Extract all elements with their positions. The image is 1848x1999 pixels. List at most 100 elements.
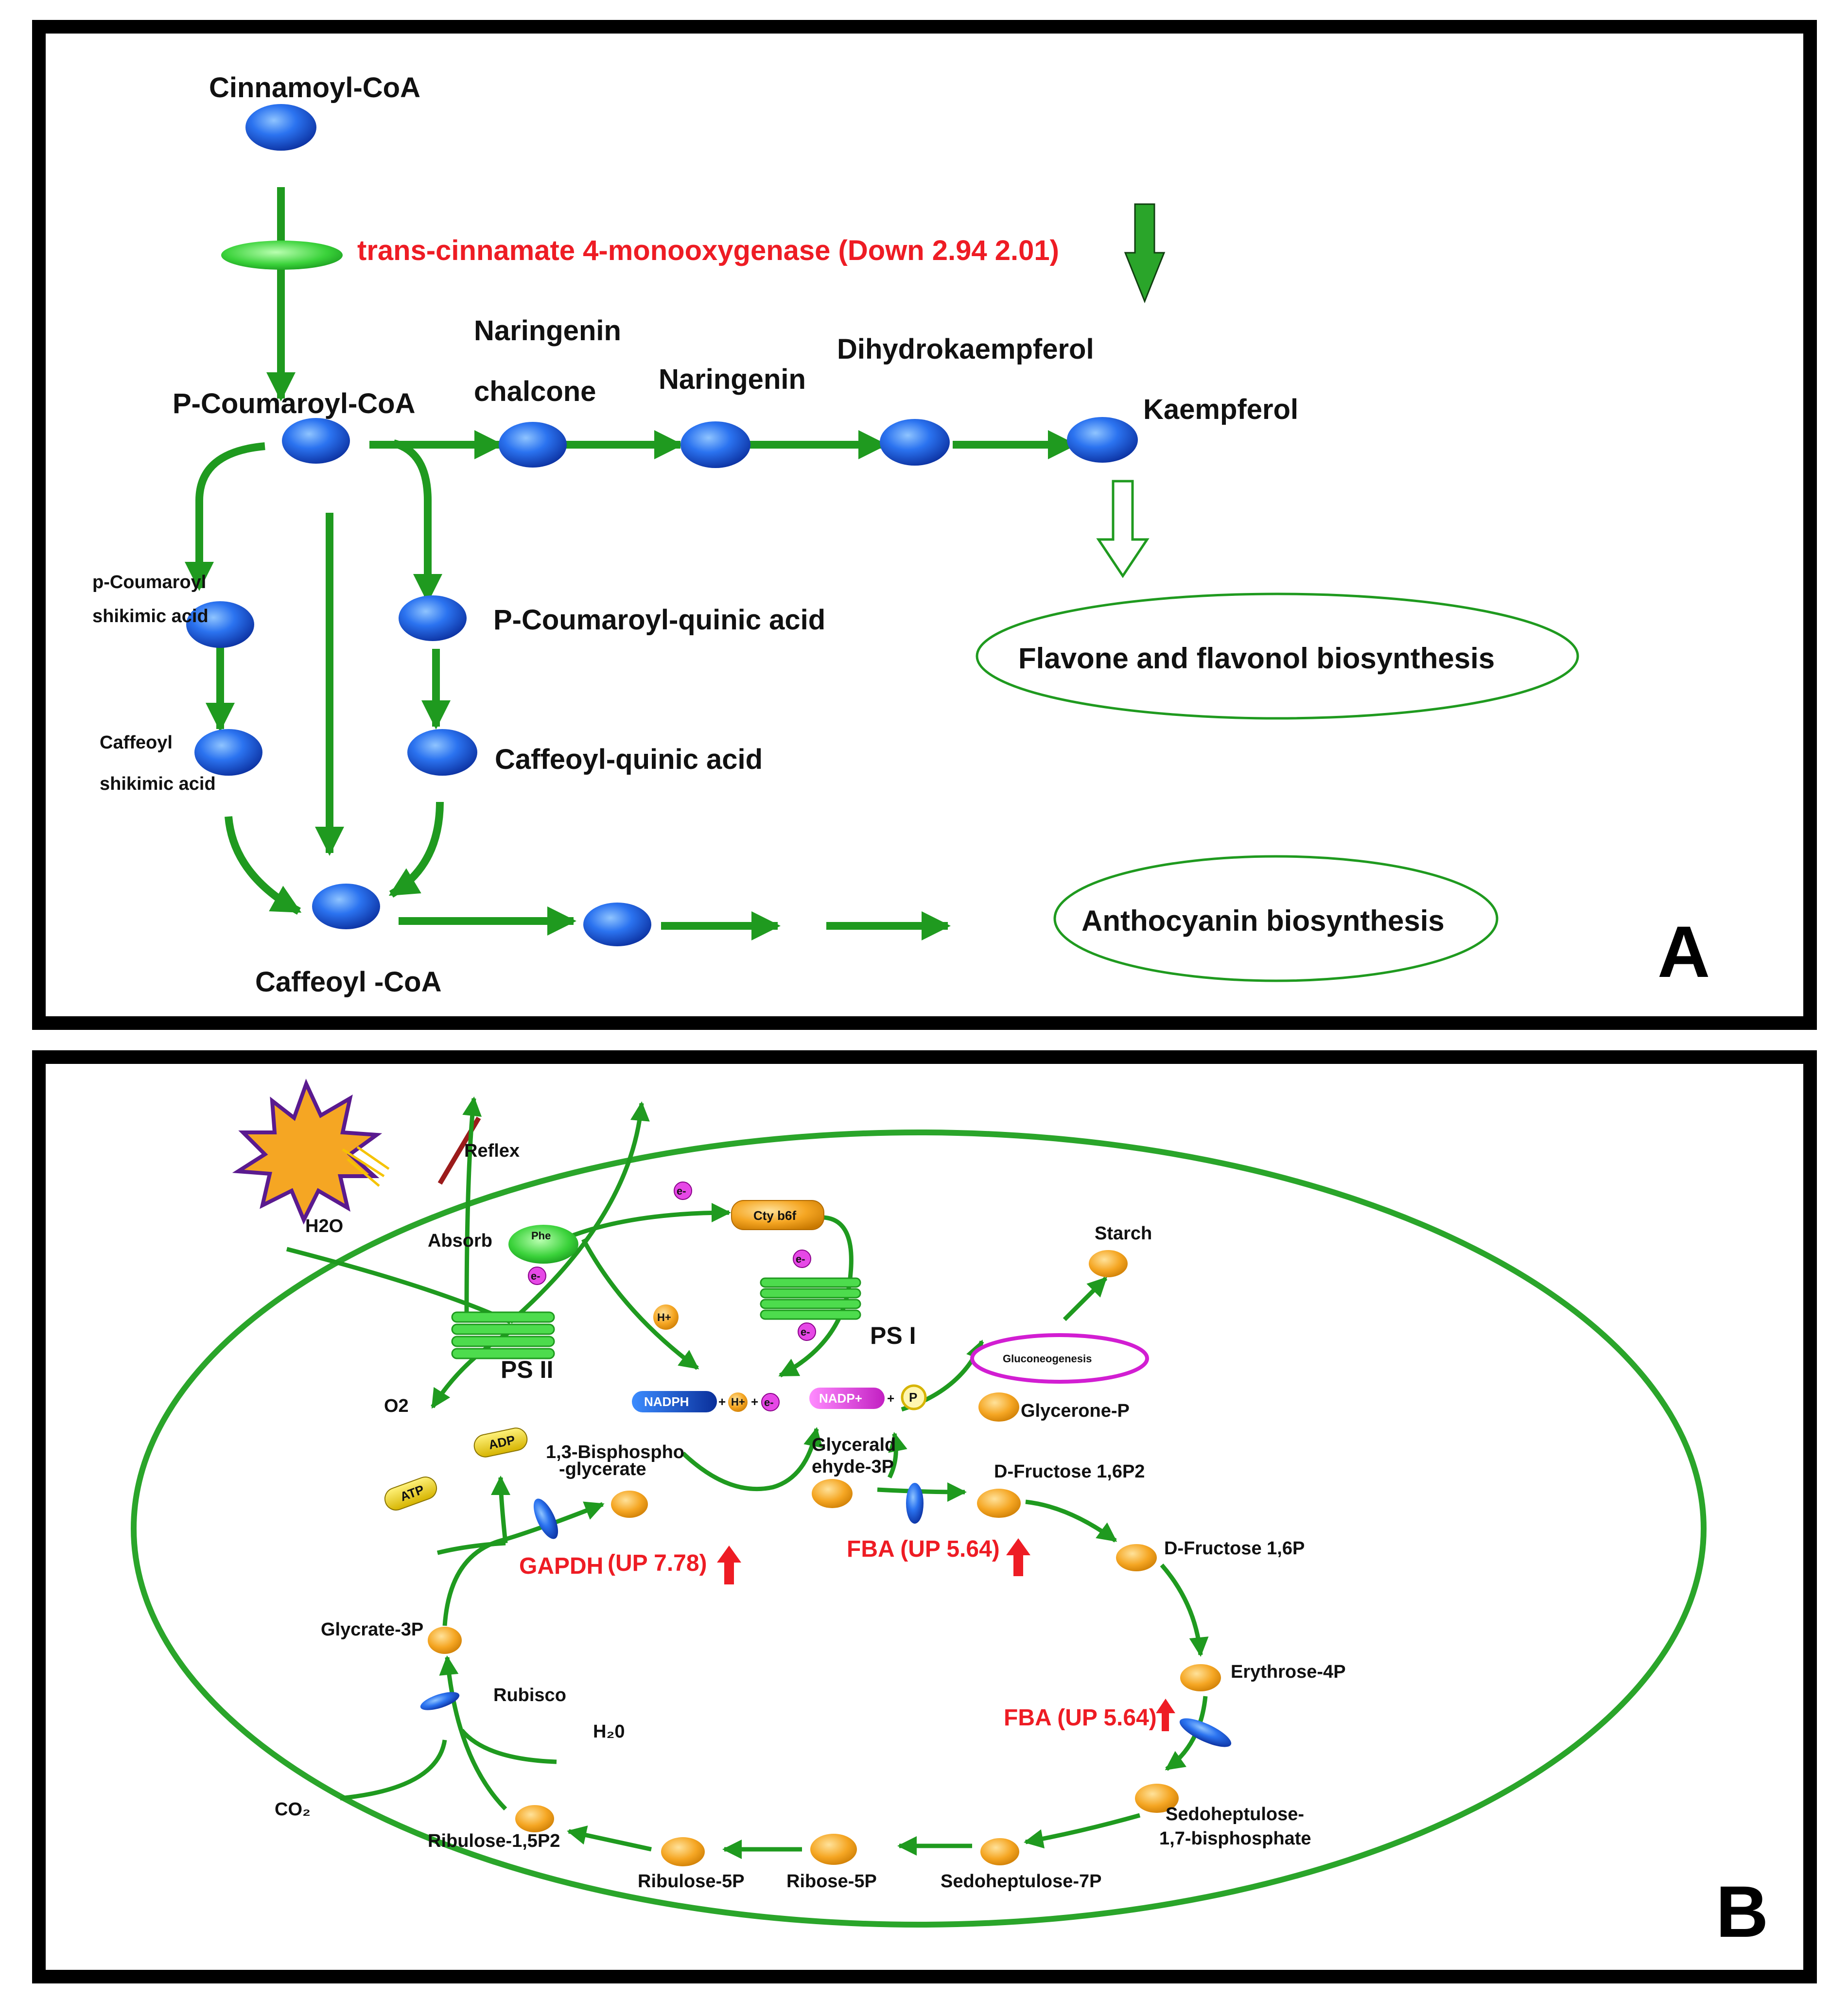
fba1-enzyme-marker xyxy=(906,1483,924,1524)
label-kaempferol: Kaempferol xyxy=(1143,394,1298,425)
label-e4p: Erythrose-4P xyxy=(1231,1662,1346,1682)
label-phosphate: P xyxy=(909,1390,917,1405)
node-naringenin xyxy=(680,421,750,468)
sun-icon xyxy=(232,1078,383,1225)
node-bpg xyxy=(611,1491,648,1518)
label-naringenin-chalcone-2: chalcone xyxy=(474,376,596,407)
flavone-pathway-ellipse xyxy=(976,592,1579,720)
label-p-coumaroyl-shikimic-2: shikimic acid xyxy=(92,606,209,626)
label-electron-2: e- xyxy=(531,1270,540,1282)
node-caffeoyl-shikimic xyxy=(194,729,262,776)
panel-b: Phe Cty b6f e- e- e- e- H+ NADPH + H+ + … xyxy=(32,1050,1817,1983)
label-reflex: Reflex xyxy=(464,1141,520,1161)
label-hplus: H+ xyxy=(657,1311,671,1323)
label-electron-4: e- xyxy=(801,1326,810,1338)
node-anthocyanin-intermediate xyxy=(583,903,651,946)
node-fbp xyxy=(977,1489,1021,1518)
gluconeogenesis-ellipse xyxy=(970,1333,1149,1384)
label-gluconeogenesis: Gluconeogenesis xyxy=(1003,1353,1092,1365)
node-dihydrokaempferol xyxy=(880,419,950,466)
label-nadp: NADP+ xyxy=(819,1391,862,1406)
label-f16p: D-Fructose 1,6P xyxy=(1164,1538,1305,1559)
label-phe: Phe xyxy=(531,1230,551,1242)
cycle-metabolites xyxy=(428,1250,1221,1866)
label-flavone-biosynthesis: Flavone and flavonol biosynthesis xyxy=(1018,642,1495,675)
adp-tag xyxy=(473,1427,528,1458)
label-fba-2: FBA (UP 5.64) xyxy=(1004,1705,1157,1731)
node-sbp xyxy=(1135,1784,1179,1813)
node-rubp xyxy=(515,1805,554,1832)
label-gapdh-value: (UP 7.78) xyxy=(608,1550,707,1576)
node-cinnamoyl-coa xyxy=(245,104,316,151)
node-starch xyxy=(1089,1250,1128,1277)
up-regulation-arrow-icons xyxy=(717,1538,1175,1731)
panel-a-letter: A xyxy=(1657,911,1710,992)
label-h2o-cycle: H₂0 xyxy=(593,1721,625,1742)
label-ps2: PS II xyxy=(501,1356,553,1383)
node-caffeoyl-quinic xyxy=(407,729,477,776)
label-cty-b6f: Cty b6f xyxy=(753,1208,796,1223)
nadph-proton-icon xyxy=(728,1392,748,1412)
label-h2o-light: H2O xyxy=(305,1216,343,1236)
label-g3p: Glycrate-3P xyxy=(321,1619,423,1640)
label-naringenin-chalcone-1: Naringenin xyxy=(474,315,621,347)
ps1-stack-icon xyxy=(760,1277,861,1320)
label-nadph: NADPH xyxy=(644,1394,689,1409)
panel-b-frame xyxy=(32,1050,1817,1983)
label-o2: O2 xyxy=(384,1396,409,1416)
label-caffeoyl-coa: Caffeoyl -CoA xyxy=(255,966,441,998)
label-gap-2: ehyde-3P xyxy=(812,1457,894,1477)
label-starch: Starch xyxy=(1095,1223,1152,1244)
label-naringenin: Naringenin xyxy=(659,364,806,395)
chloroplast-outline xyxy=(131,1130,1707,1928)
panel-b-letter: B xyxy=(1716,1871,1768,1952)
label-bpg-2: -glycerate xyxy=(559,1459,646,1479)
label-r5p: Ribose-5P xyxy=(786,1871,877,1892)
nadph-tag xyxy=(632,1391,717,1412)
node-naringenin-chalcone xyxy=(499,422,567,468)
label-plus-1: + xyxy=(718,1394,726,1409)
label-p-coumaroyl-quinic: P-Coumaroyl-quinic acid xyxy=(493,604,825,636)
node-kaempferol xyxy=(1067,417,1138,463)
gapdh-enzyme-marker xyxy=(533,1498,558,1539)
label-fbp: D-Fructose 1,6P2 xyxy=(994,1461,1145,1482)
node-ru5p xyxy=(661,1837,705,1866)
label-cinnamoyl-coa: Cinnamoyl-CoA xyxy=(209,72,420,104)
label-caffeoyl-shikimic-1: Caffeoyl xyxy=(100,732,173,753)
node-caffeoyl-coa xyxy=(312,884,380,929)
hollow-down-arrow-icon xyxy=(1096,480,1150,578)
node-g3p xyxy=(428,1627,462,1654)
label-caffeoyl-quinic: Caffeoyl-quinic acid xyxy=(495,744,763,775)
label-rubisco: Rubisco xyxy=(493,1685,566,1705)
enzyme-c4h-node xyxy=(221,241,343,270)
fba2-enzyme-marker xyxy=(1179,1718,1232,1747)
panel-a-frame xyxy=(32,20,1817,1030)
label-ps1: PS I xyxy=(870,1322,916,1349)
panel-a-arrows xyxy=(185,187,1077,940)
phosphate-icon xyxy=(901,1384,927,1410)
label-electron-3: e- xyxy=(796,1253,805,1265)
label-plus-3: + xyxy=(887,1391,894,1406)
node-p-coumaroyl-quinic xyxy=(399,595,467,641)
label-sbp-2: 1,7-bisphosphate xyxy=(1159,1828,1311,1849)
label-gapdh: GAPDH xyxy=(519,1553,603,1579)
label-enzyme-c4h: trans-cinnamate 4-monooxygenase (Down 2.… xyxy=(357,235,1059,266)
label-anthocyanin-biosynthesis: Anthocyanin biosynthesis xyxy=(1081,904,1445,937)
label-p-coumaroyl-shikimic-1: p-Coumaroyl xyxy=(92,572,206,592)
label-dihydrokaempferol: Dihydrokaempferol xyxy=(837,333,1094,365)
label-gap-1: Glycerald xyxy=(812,1435,896,1455)
panel-a-nodes xyxy=(186,104,1138,946)
label-caffeoyl-shikimic-2: shikimic acid xyxy=(100,774,216,794)
node-p-coumaroyl-coa xyxy=(282,418,350,464)
label-glycerone-p: Glycerone-P xyxy=(1021,1401,1130,1421)
atp-tag xyxy=(384,1477,437,1511)
label-p-coumaroyl-coa: P-Coumaroyl-CoA xyxy=(173,388,415,419)
node-s7p xyxy=(980,1838,1019,1865)
nadp-tag xyxy=(809,1388,885,1409)
electron-icons xyxy=(528,1182,816,1411)
label-electron-1: e- xyxy=(677,1185,686,1197)
cty-b6f-complex xyxy=(731,1200,824,1230)
down-regulation-arrow-icon xyxy=(1124,203,1166,304)
label-ru5p: Ribulose-5P xyxy=(638,1871,745,1892)
